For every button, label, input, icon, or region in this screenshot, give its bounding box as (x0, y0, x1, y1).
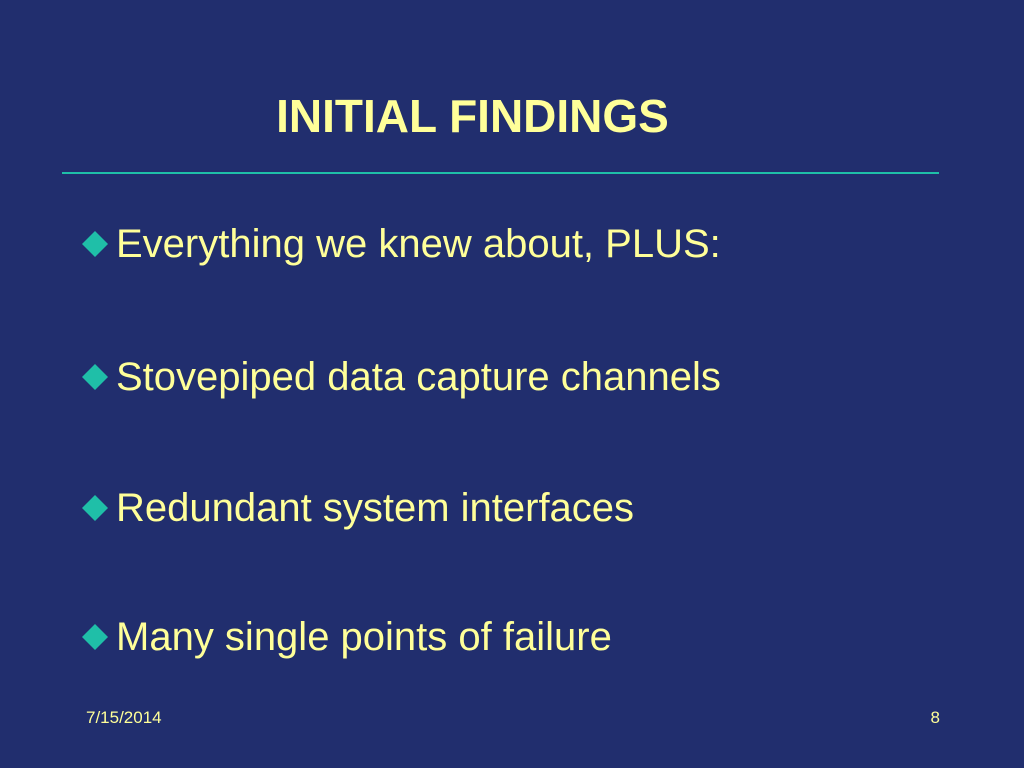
page-number: 8 (930, 708, 940, 727)
diamond-bullet-icon (80, 229, 110, 259)
list-item: Everything we knew about, PLUS: (80, 216, 721, 272)
bullet-text: Everything we knew about, PLUS: (116, 222, 721, 266)
list-item: Stovepiped data capture channels (80, 349, 721, 405)
diamond-bullet-icon (80, 362, 110, 392)
footer-date: 7/15/2014 (86, 708, 162, 727)
slide-title: INITIAL FINDINGS (276, 90, 669, 142)
bullet-text: Stovepiped data capture channels (116, 355, 721, 399)
diamond-bullet-icon (80, 493, 110, 523)
list-item: Many single points of failure (80, 609, 612, 665)
list-item: Redundant system interfaces (80, 480, 634, 536)
title-divider (62, 172, 939, 174)
bullet-text: Many single points of failure (116, 615, 612, 659)
diamond-bullet-icon (80, 622, 110, 652)
bullet-text: Redundant system interfaces (116, 486, 635, 530)
